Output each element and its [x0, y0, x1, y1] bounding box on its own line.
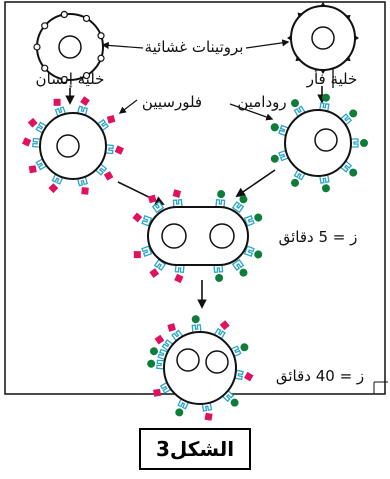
rhodamine-labeled-protein — [215, 190, 226, 209]
membrane-protein — [33, 43, 41, 51]
rhodamine-labeled-protein — [147, 359, 166, 370]
rhodamine-labeled-protein — [191, 315, 202, 334]
rhodamine-label: رودامين — [237, 93, 286, 111]
rhodamine-labeled-protein — [231, 195, 248, 214]
membrane-protein — [295, 55, 302, 62]
fluorescein-labeled-protein — [147, 194, 165, 214]
figure-caption-box: الشكل3 — [139, 428, 251, 470]
rhodamine-labeled-protein — [231, 258, 248, 277]
membrane-protein — [82, 14, 91, 23]
fluorescein-labeled-protein — [76, 176, 89, 195]
fluorescein-labeled-protein — [167, 323, 184, 342]
human-cell-label: خلية إنسان — [36, 70, 105, 88]
mouse-cell-label: خلية فأر — [306, 68, 358, 88]
rhodamine-labeled-protein — [243, 213, 263, 227]
fluorescein-labeled-protein — [133, 245, 153, 259]
membrane-protein — [82, 71, 91, 80]
rhodamine-labeled-protein — [319, 93, 330, 112]
fluorescein-labeled-protein — [94, 163, 114, 181]
fluorescein-labeled-protein — [172, 189, 183, 209]
human-cell-fluorescein — [22, 96, 124, 195]
membrane-protein — [97, 54, 105, 62]
fluorescein-labeled-protein — [22, 137, 42, 148]
membrane-protein — [319, 2, 327, 7]
rhodamine-labeled-protein — [213, 263, 224, 282]
fluorescein-labeled-protein — [27, 117, 48, 134]
membrane-protein — [344, 14, 351, 21]
membrane-protein — [319, 69, 327, 74]
time-5-label: ز = 5 دقائق — [279, 228, 358, 246]
rhodamine-labeled-protein — [339, 160, 358, 177]
fluorescein-labeled-protein — [104, 144, 124, 155]
fluorescein-labeled-protein — [132, 212, 153, 227]
membrane-protein — [60, 75, 68, 84]
fluorescein-labeled-protein — [76, 96, 90, 116]
fused-cell-40-min — [147, 315, 254, 421]
fluorescein-labeled-protein — [201, 402, 213, 421]
rhodamine-labeled-protein — [221, 389, 239, 407]
rhodamine-labeled-protein — [339, 109, 358, 126]
membrane-protein — [344, 55, 351, 62]
fluorescein-label: فلورسيين — [142, 93, 202, 111]
fluorescein-labeled-protein — [234, 369, 254, 382]
membrane-proteins-label: بروتينات غشائية — [145, 38, 244, 56]
membrane-protein — [287, 34, 292, 42]
arrow-mouse-to-fused — [235, 169, 276, 198]
fluorescein-labeled-protein — [96, 115, 116, 132]
fluorescein-labeled-protein — [174, 263, 185, 284]
fluorescein-labeled-protein — [154, 334, 174, 352]
membrane-protein — [354, 34, 359, 42]
rhodamine-labeled-protein — [243, 245, 263, 259]
fused-cell-5-min — [132, 189, 263, 284]
membrane-protein — [60, 10, 68, 19]
membrane-protein — [41, 64, 49, 72]
rhodamine-labeled-protein — [319, 174, 330, 193]
mouse-cell-rhodamine — [270, 93, 368, 193]
mouse-cell-unlabeled — [287, 2, 359, 74]
time-40-label: ز = 40 دقائق — [276, 367, 364, 385]
rhodamine-labeled-protein — [350, 138, 368, 148]
membrane-protein — [297, 12, 304, 19]
fluorescein-labeled-protein — [149, 258, 167, 278]
rhodamine-labeled-protein — [270, 149, 290, 163]
membrane-protein — [41, 22, 49, 30]
figure-caption: الشكل3 — [155, 437, 235, 461]
membrane-protein — [97, 32, 105, 40]
